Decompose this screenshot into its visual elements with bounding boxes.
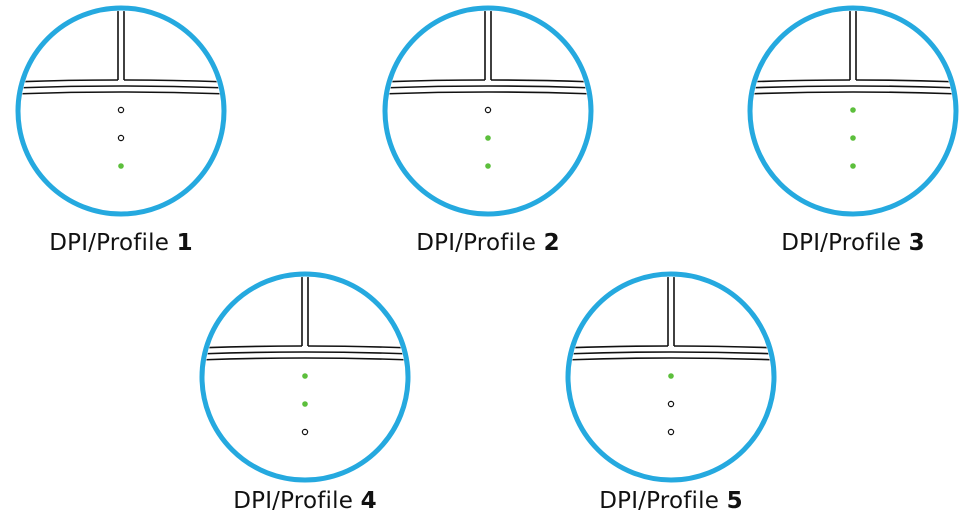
led-on-indicator xyxy=(485,163,491,169)
led-on-indicator xyxy=(302,401,308,407)
profile-panel-2: DPI/Profile 2 xyxy=(381,0,595,262)
caption-prefix: DPI/Profile xyxy=(49,230,177,256)
body-seam-lower xyxy=(388,91,588,95)
caption-prefix: DPI/Profile xyxy=(233,488,361,514)
profile-caption-2: DPI/Profile 2 xyxy=(381,230,595,256)
mouse-top-view-icon xyxy=(199,271,411,483)
profile-number: 1 xyxy=(176,230,193,256)
body-seam-lower xyxy=(21,91,221,95)
profile-number: 5 xyxy=(726,488,743,514)
body-seam-upper xyxy=(388,85,588,89)
mouse-top-view-icon xyxy=(15,5,227,217)
body-seam-upper xyxy=(753,85,953,89)
mouse-top-view-icon xyxy=(382,5,594,217)
mouse-top-view-icon xyxy=(747,5,959,217)
body-seam-lower xyxy=(571,357,771,361)
body-seam-upper xyxy=(21,85,221,89)
led-off-indicator xyxy=(667,400,675,408)
lens-ring xyxy=(15,5,227,217)
profile-caption-1: DPI/Profile 1 xyxy=(14,230,228,256)
led-on-indicator xyxy=(850,163,856,169)
profile-number: 4 xyxy=(360,488,377,514)
lens-ring xyxy=(199,271,411,483)
body-seam-lower xyxy=(205,357,405,361)
led-on-indicator xyxy=(302,373,308,379)
profile-number: 3 xyxy=(908,230,925,256)
led-on-indicator xyxy=(485,135,491,141)
caption-prefix: DPI/Profile xyxy=(599,488,727,514)
body-seam-lower xyxy=(753,91,953,95)
profile-panel-4: DPI/Profile 4 xyxy=(198,266,412,528)
led-off-indicator xyxy=(301,428,309,436)
caption-prefix: DPI/Profile xyxy=(416,230,544,256)
lens-ring xyxy=(382,5,594,217)
led-off-indicator xyxy=(484,106,492,114)
led-on-indicator xyxy=(668,373,674,379)
body-seam-upper xyxy=(205,351,405,355)
profile-caption-5: DPI/Profile 5 xyxy=(564,488,778,514)
led-on-indicator xyxy=(118,163,124,169)
mouse-outline xyxy=(388,11,588,95)
led-on-indicator xyxy=(850,107,856,113)
led-off-indicator xyxy=(667,428,675,436)
profile-panel-5: DPI/Profile 5 xyxy=(564,266,778,528)
profile-panel-1: DPI/Profile 1 xyxy=(14,0,228,262)
led-off-indicator xyxy=(117,106,125,114)
lens-ring xyxy=(565,271,777,483)
body-seam-upper xyxy=(571,351,771,355)
profile-number: 2 xyxy=(543,230,560,256)
profile-caption-4: DPI/Profile 4 xyxy=(198,488,412,514)
led-on-indicator xyxy=(850,135,856,141)
profile-caption-3: DPI/Profile 3 xyxy=(746,230,960,256)
lens-ring xyxy=(747,5,959,217)
caption-prefix: DPI/Profile xyxy=(781,230,909,256)
mouse-top-view-icon xyxy=(565,271,777,483)
led-off-indicator xyxy=(117,134,125,142)
profile-panel-3: DPI/Profile 3 xyxy=(746,0,960,262)
